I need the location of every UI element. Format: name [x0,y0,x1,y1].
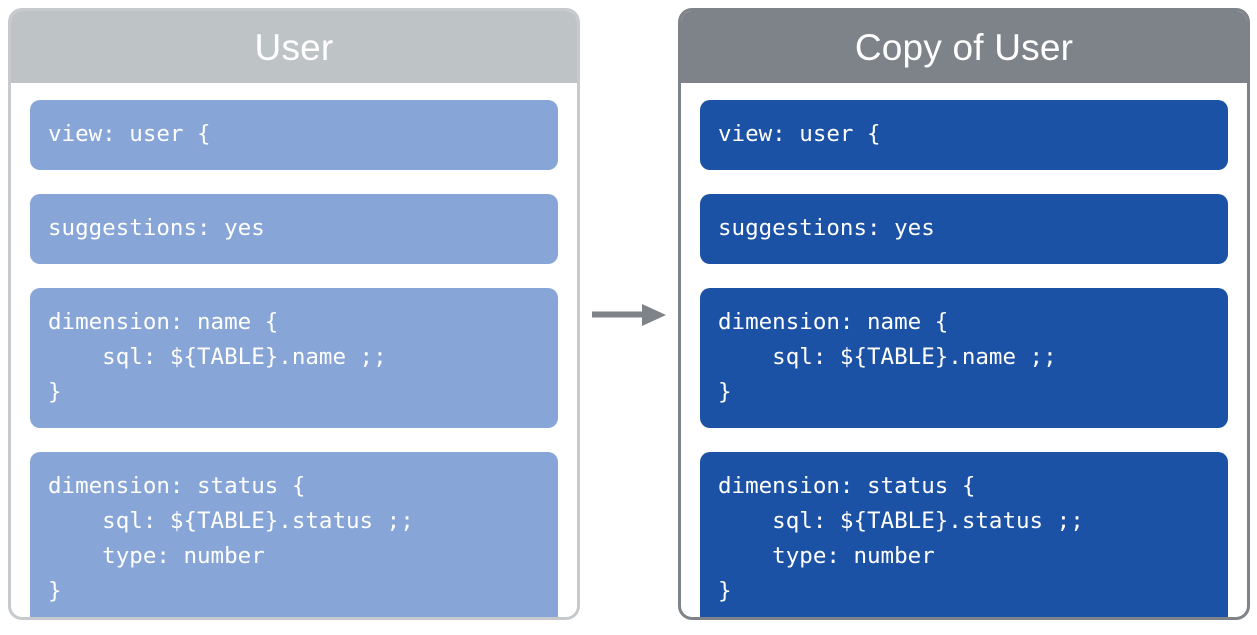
source-panel-header: User [11,11,577,83]
copy-code-block-dimension-name: dimension: name { sql: ${TABLE}.name ;; … [700,288,1228,428]
arrow-right-icon [592,300,666,330]
source-code-block-view-declaration: view: user { [30,100,558,170]
copy-panel-header: Copy of User [681,11,1247,83]
copy-code-block-suggestions-parameter: suggestions: yes [700,194,1228,264]
copy-panel-body: view: user { suggestions: yes dimension:… [681,83,1247,617]
source-code-block-dimension-status: dimension: status { sql: ${TABLE}.status… [30,452,558,617]
copy-code-block-dimension-status: dimension: status { sql: ${TABLE}.status… [700,452,1228,617]
source-panel-body: view: user { suggestions: yes dimension:… [11,83,577,617]
copy-panel: Copy of User view: user { suggestions: y… [678,8,1250,620]
copy-code-block-view-declaration: view: user { [700,100,1228,170]
source-panel-title: User [254,26,334,68]
copy-panel-title: Copy of User [854,26,1074,68]
source-panel: User view: user { suggestions: yes dimen… [8,8,580,620]
source-code-block-dimension-name: dimension: name { sql: ${TABLE}.name ;; … [30,288,558,428]
source-code-block-suggestions-parameter: suggestions: yes [30,194,558,264]
